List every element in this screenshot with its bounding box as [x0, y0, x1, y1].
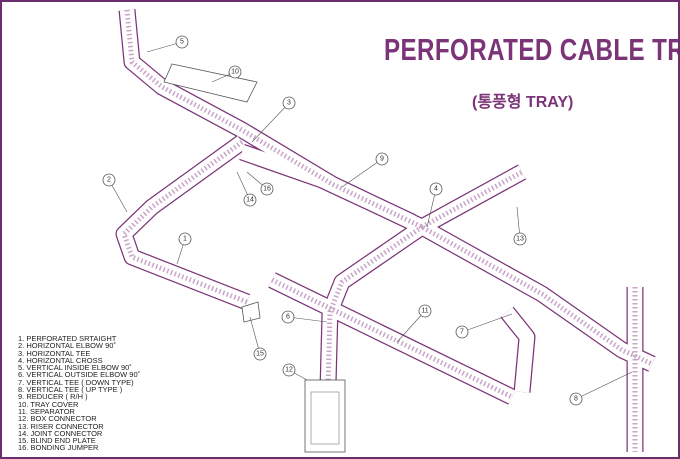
svg-text:14: 14 [246, 197, 254, 204]
svg-text:8: 8 [574, 396, 578, 403]
legend-item: 7. VERTICAL TEE ( DOWN TYPE) [18, 377, 134, 387]
legend-item: 10. TRAY COVER [18, 399, 79, 409]
svg-text:4: 4 [434, 186, 438, 193]
svg-text:9: 9 [380, 156, 384, 163]
legend-item: 2. HORIZONTAL ELBOW 90˚ [18, 341, 116, 351]
callout-13: 13 [513, 232, 527, 246]
callout-11: 11 [418, 304, 432, 318]
callout-16: 16 [260, 182, 274, 196]
callout-12: 12 [282, 363, 296, 377]
svg-text:1: 1 [183, 236, 187, 243]
legend-item: 9. REDUCER ( R/H ) [18, 392, 88, 402]
callout-4: 4 [429, 182, 443, 196]
callout-8: 8 [569, 392, 583, 406]
svg-text:10: 10 [231, 69, 239, 76]
callout-2: 2 [102, 173, 116, 187]
legend-item: 14. JOINT CONNECTOR [18, 428, 103, 438]
svg-text:12: 12 [285, 367, 293, 374]
svg-text:13: 13 [516, 236, 524, 243]
legend-item: 8. VERTICAL TEE ( UP TYPE ) [18, 385, 123, 395]
callout-6: 6 [281, 310, 295, 324]
legend-item: 16. BONDING JUMPER [18, 443, 99, 453]
legend-item: 12. BOX CONNECTOR [18, 414, 97, 424]
svg-text:2: 2 [107, 177, 111, 184]
svg-text:6: 6 [286, 314, 290, 321]
svg-text:7: 7 [460, 329, 464, 336]
parts-legend: 1. PERFORATED SRTAIGHT 2. HORIZONTAL ELB… [18, 335, 140, 452]
tray-cover [163, 63, 258, 103]
legend-item: 5. VERTICAL INSIDE ELBOW 90˚ [18, 363, 132, 373]
callout-15: 15 [253, 347, 267, 361]
svg-text:15: 15 [256, 351, 264, 358]
svg-text:3: 3 [287, 100, 291, 107]
legend-item: 11. SEPARATOR [18, 406, 75, 416]
legend-item: 1. PERFORATED SRTAIGHT [18, 334, 117, 343]
legend-item: 3. HORIZONTAL TEE [18, 348, 91, 358]
legend-item: 13. RISER CONNECTOR [18, 421, 104, 431]
callout-1: 1 [178, 232, 192, 246]
svg-text:5: 5 [180, 39, 184, 46]
blind-end-plate [241, 301, 261, 323]
legend-item: 6. VERTICAL OUTSIDE ELBOW 90˚ [18, 370, 141, 380]
perforation-dots [121, 9, 654, 452]
callout-14: 14 [243, 193, 257, 207]
svg-text:16: 16 [263, 186, 271, 193]
callout-10: 10 [228, 65, 242, 79]
callout-7: 7 [455, 325, 469, 339]
svg-text:11: 11 [421, 308, 428, 315]
callouts: 1 2 3 4 5 6 7 8 9 10 11 12 13 14 15 16 [102, 35, 583, 406]
page-title: PERFORATED CABLE TRAY [384, 32, 678, 67]
legend-item: 15. BLIND END PLATE [18, 436, 96, 446]
callout-5: 5 [175, 35, 189, 49]
callout-3: 3 [282, 96, 296, 110]
callout-9: 9 [375, 152, 389, 166]
page-subtitle: (통풍형 TRAY) [472, 94, 574, 111]
legend-item: 4. HORIZONTAL CROSS [18, 355, 103, 365]
